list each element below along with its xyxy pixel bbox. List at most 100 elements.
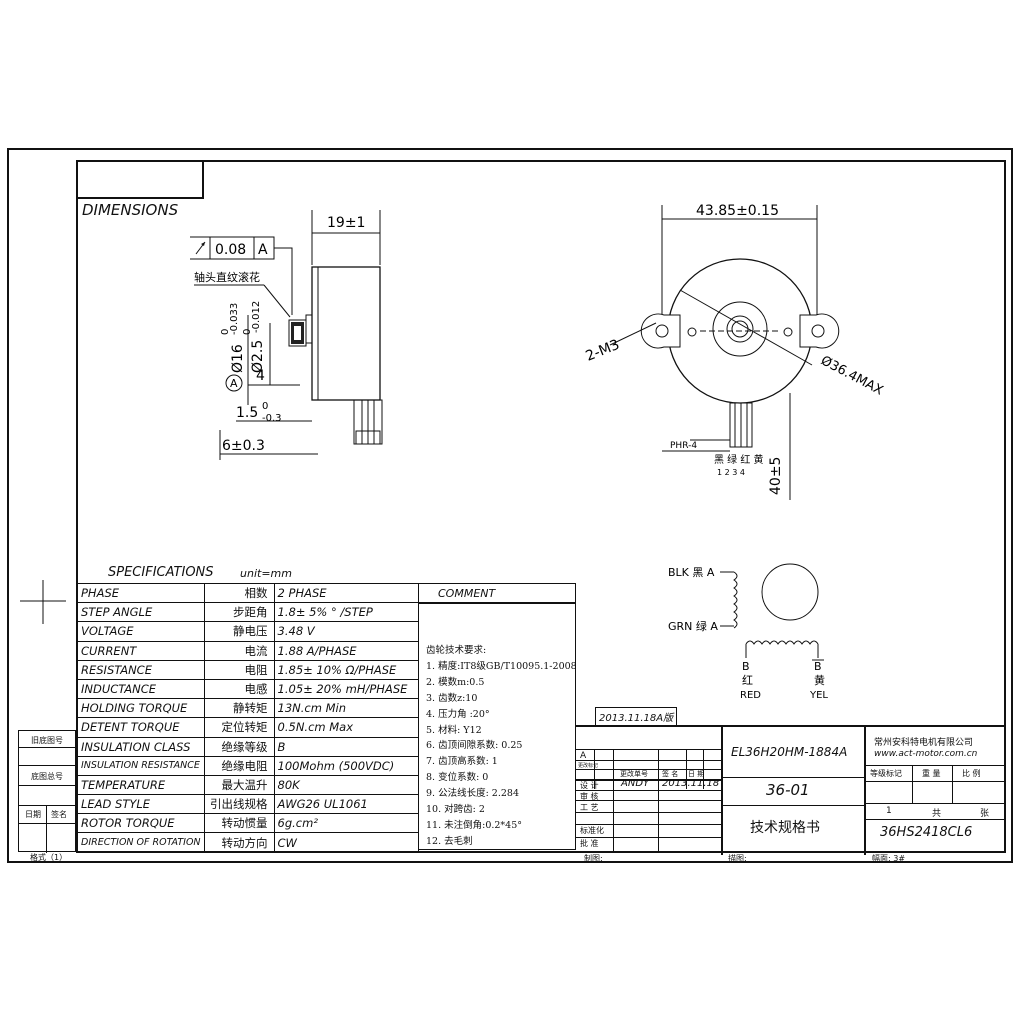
spec-name: STEP ANGLE [77, 602, 205, 623]
version-stamp: 2013.11.18A版 [595, 707, 678, 726]
comment-header: COMMENT [438, 587, 496, 600]
label-old-base: 旧底图号 [31, 736, 63, 745]
gear-note-line: 12. 去毛刺 [426, 835, 473, 847]
wiring-yel-cn: 黄 [814, 673, 825, 687]
spec-name: PHASE [77, 582, 205, 604]
tb-craft: 工 艺 [580, 803, 599, 812]
tb-drawing-no: 36-01 [766, 781, 810, 799]
spec-name: HOLDING TORQUE [77, 698, 205, 719]
tb-approve: 批 准 [580, 839, 599, 848]
dim-15-tol-top: 0 [262, 401, 268, 412]
wire-numbers: 1 2 3 4 [717, 468, 745, 477]
spec-name: ROTOR TORQUE [77, 813, 205, 834]
dim-40: 40±5 [768, 457, 784, 495]
label-sign: 签名 [51, 810, 67, 819]
wiring-red: RED [740, 690, 761, 701]
gear-note-line: 齿轮技术要求: [426, 645, 487, 656]
spec-name-cn: 引出线规格 [203, 794, 275, 815]
holes-label: 2-M3 [584, 337, 622, 365]
gear-note-line: 2. 模数m:0.5 [426, 676, 485, 688]
spec-name: RESISTANCE [77, 659, 205, 680]
spec-name: DIRECTION OF ROTATION [77, 832, 205, 853]
tb-company: 常州安科特电机有限公司 [874, 738, 974, 748]
side-block: 旧底图号 底图总号 日期 签名 [18, 730, 76, 853]
specs-title: SPECIFICATIONS [108, 565, 214, 580]
corner-box [76, 160, 204, 199]
dim-15-tol-bot: -0.3 [262, 413, 282, 424]
crosshair-mark [20, 580, 66, 624]
spec-value: 3.48 V [273, 621, 420, 642]
spec-name-cn: 电流 [203, 640, 275, 661]
spec-name: DETENT TORQUE [77, 717, 205, 738]
dim-phi25-tol-bot: -0.012 [251, 301, 262, 333]
datum-label: A [258, 242, 268, 258]
tb-total: 共 [932, 809, 942, 819]
wiring-diagram: BLK 黑 A GRN 绿 A B B 红 黄 RED YEL [668, 563, 828, 701]
tb-model: EL36H20HM-1884A [731, 745, 848, 759]
spec-name-cn: 绝缘等级 [203, 736, 275, 757]
spec-name-cn: 绝缘电阻 [203, 755, 275, 776]
spec-value: 2 PHASE [273, 582, 420, 604]
tb-sheet-no: 1 [886, 806, 892, 816]
connector-label: PHR-4 [670, 441, 697, 451]
dim-4385: 43.85±0.15 [696, 203, 779, 219]
spec-value: 6g.cm² [273, 813, 420, 834]
knurl-note: 轴头直纹滚花 [194, 270, 260, 284]
spec-value: 0.5N.cm Max [273, 717, 420, 738]
spec-name-cn: 最大温升 [203, 774, 275, 796]
datum-circle-label: A [230, 377, 238, 390]
dim-6: 6±0.3 [222, 438, 265, 454]
tolerance-value: 0.08 [215, 242, 246, 258]
tb-size: 幅面: 3# [872, 854, 906, 863]
label-base: 底图总号 [31, 772, 63, 781]
wiring-yel: YEL [809, 690, 828, 701]
dim-phi16-tol-top: 0 [220, 329, 231, 335]
tb-part-no: 36HS2418CL6 [880, 825, 973, 840]
dim-phi25-tol-top: 0 [242, 329, 253, 335]
spec-name: LEAD STYLE [77, 794, 205, 815]
gear-note-line: 7. 齿顶高系数: 1 [426, 756, 498, 768]
spec-value: 1.8± 5% ° /STEP [273, 602, 420, 623]
gear-note-line: 9. 公法线长度: 2.284 [426, 788, 520, 800]
tb-drawn: 制图: [584, 854, 603, 863]
tb-design: 设 计 [580, 781, 599, 790]
label-date: 日期 [25, 810, 41, 819]
gear-note-line: 5. 材料: Y12 [426, 724, 482, 736]
wiring-b: B [742, 660, 750, 673]
dim-phi25: Ø2.5 [250, 340, 266, 373]
gear-note-line: 1. 精度:IT8级GB/T10095.1-2008 [426, 660, 577, 672]
wiring-b-bar: B [814, 660, 822, 673]
tb-website: www.act-motor.com.cn [874, 749, 978, 759]
spec-value: B [273, 736, 420, 757]
tb-review: 审 核 [580, 792, 599, 801]
spec-value: 80K [273, 774, 420, 796]
gear-note-line: 6. 齿顶间隙系数: 0.25 [426, 740, 523, 752]
spec-name: TEMPERATURE [77, 774, 205, 796]
tb-sign: 签 名 [662, 770, 679, 778]
spec-value: 1.05± 20% mH/PHASE [273, 678, 420, 700]
spec-name-cn: 转动惯量 [203, 813, 275, 834]
spec-name-cn: 电阻 [203, 659, 275, 680]
dim-15: 1.5 [236, 405, 258, 421]
tb-weight: 重 量 [922, 769, 941, 778]
tb-traced: 描图: [728, 854, 747, 863]
dimensions-title: DIMENSIONS [82, 201, 179, 219]
spec-value: 13N.cm Min [273, 698, 420, 719]
tb-grade-mark: 等级标记 [870, 769, 902, 778]
wiring-blk: BLK 黑 A [668, 566, 715, 579]
tb-standard: 标准化 [580, 826, 604, 835]
spec-value: 1.85± 10% Ω/PHASE [273, 659, 420, 680]
dim-phi364: Ø36.4MAX [818, 353, 885, 398]
spec-value: AWG26 UL1061 [273, 794, 420, 815]
spec-name-cn: 电感 [203, 678, 275, 700]
spec-value: 100Mohm (500VDC) [273, 755, 420, 776]
spec-name-cn: 定位转矩 [203, 717, 275, 738]
title-block: A 更改标记 更改单号 签 名 日 期 设 计 ANDY 2013.11.18 … [576, 725, 1006, 863]
